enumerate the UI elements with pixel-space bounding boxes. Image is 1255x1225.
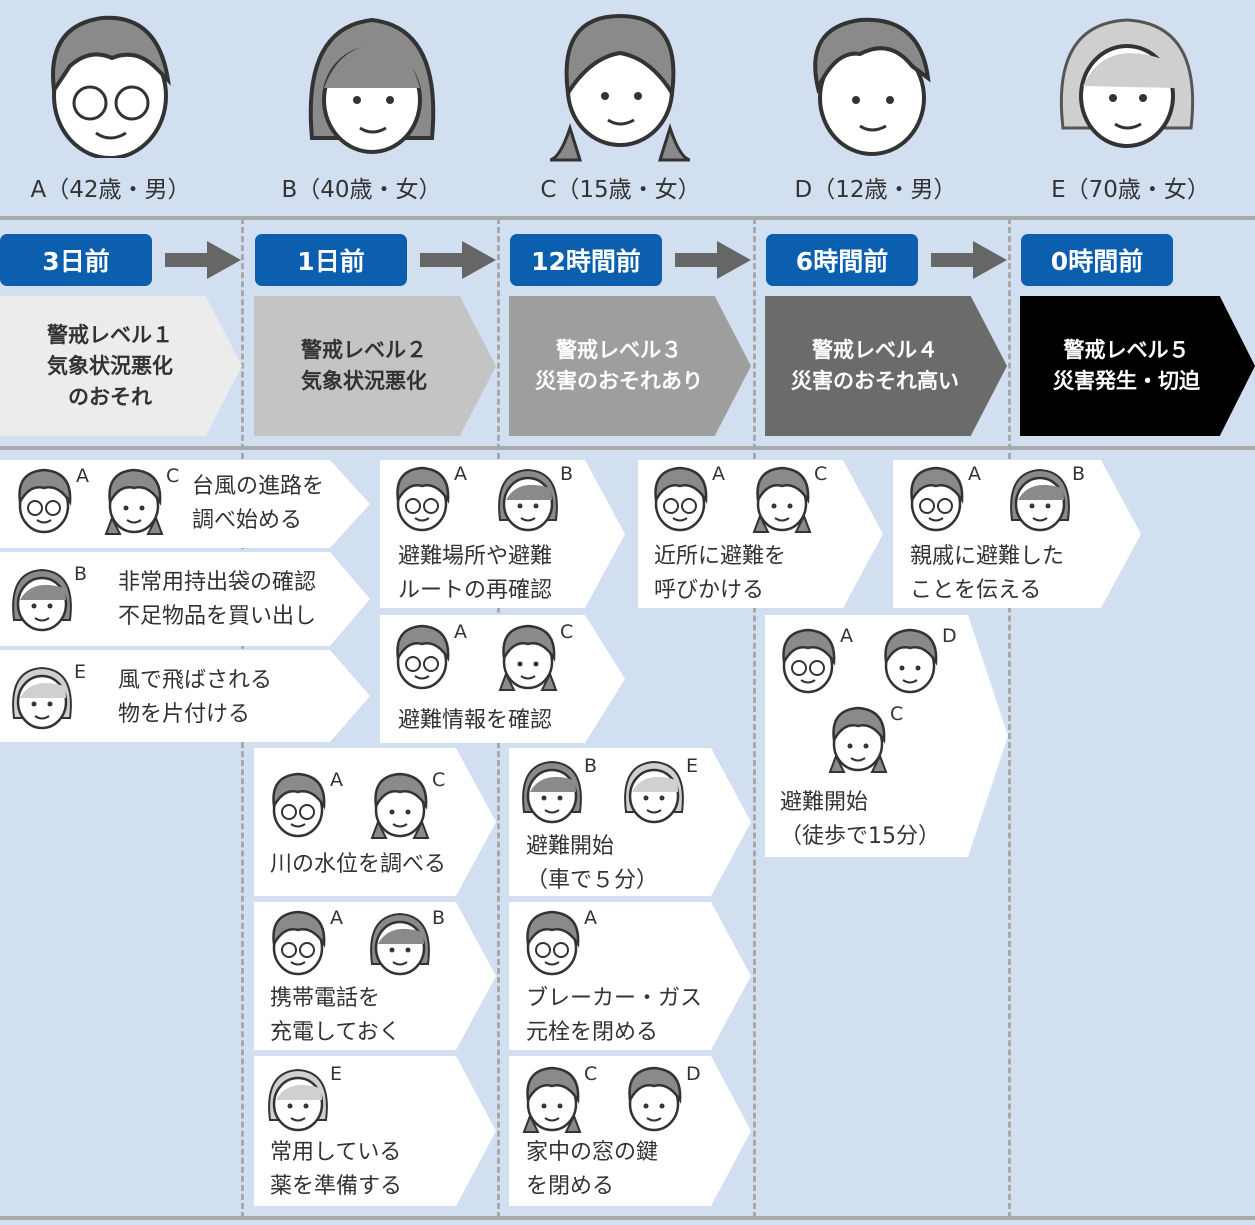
- member-label-c: C（15歳・女）: [540, 177, 701, 203]
- arrow-right-icon: [931, 241, 1007, 279]
- action-text: 避難場所や避難 ルートの再確認: [398, 544, 553, 603]
- member-c-mini-icon: [370, 772, 430, 839]
- member-a-mini-icon: [910, 466, 964, 532]
- action-text: 近所に避難を 呼びかける: [654, 544, 787, 603]
- member-letter: C: [890, 703, 903, 725]
- member-d-mini-icon: [884, 628, 938, 694]
- member-c-mini-icon: [498, 624, 558, 691]
- man-glasses-icon: [51, 15, 171, 158]
- alert-level-3-text: 警戒レベル３ 災害のおそれあり: [535, 338, 703, 393]
- action-text: 川の水位を調べる: [270, 852, 447, 877]
- member-a-mini-icon: [654, 466, 708, 532]
- alert-level-5-text: 警戒レベル５ 災害発生・切迫: [1053, 338, 1200, 393]
- member-label-e: E（70歳・女）: [1051, 177, 1210, 203]
- member-b-mini-icon: [12, 568, 72, 632]
- member-letter: A: [840, 625, 853, 647]
- divider-middle: [0, 446, 1255, 450]
- member-c-mini-icon: [828, 706, 888, 773]
- member-letter: A: [584, 907, 597, 929]
- action-text: 避難情報を確認: [398, 708, 553, 733]
- action-text: 風で飛ばされる 物を片付ける: [118, 668, 273, 727]
- action-text: 親戚に避難した ことを伝える: [910, 544, 1065, 603]
- boy-icon: [813, 17, 931, 156]
- girl-pigtails-icon: [550, 13, 690, 162]
- member-c-mini-icon: [752, 466, 812, 533]
- member-a-mini-icon: [18, 468, 72, 534]
- member-b-mini-icon: [522, 760, 582, 824]
- member-c-mini-icon: [104, 468, 164, 535]
- alert-level-4-text: 警戒レベル４ 災害のおそれ高い: [791, 338, 959, 393]
- member-letter: A: [968, 463, 981, 485]
- member-letter: B: [560, 463, 573, 485]
- divider-bottom: [0, 1216, 1255, 1220]
- member-letter: E: [330, 1063, 342, 1085]
- action-text: 避難開始 （車で５分）: [526, 834, 659, 893]
- action-text: 常用している 薬を準備する: [270, 1140, 403, 1199]
- member-letter: E: [74, 661, 86, 683]
- member-e-mini-icon: [624, 760, 684, 824]
- member-b-mini-icon: [370, 912, 430, 976]
- member-letter: B: [74, 563, 87, 585]
- time-6-hours: 6時間前: [766, 234, 918, 286]
- member-e-mini-icon: [268, 1068, 328, 1132]
- arrow-right-icon: [165, 241, 241, 279]
- member-label-b: B（40歳・女）: [281, 177, 442, 203]
- arrow-right-icon: [420, 241, 496, 279]
- alert-level-3: 警戒レベル３ 災害のおそれあり: [509, 296, 751, 436]
- member-letter: B: [432, 907, 445, 929]
- alert-level-1: 警戒レベル１ 気象状況悪化 のおそれ: [0, 296, 242, 436]
- member-label-d: D（12歳・男）: [794, 177, 957, 203]
- member-letter: A: [330, 769, 343, 791]
- member-letter: C: [432, 769, 445, 791]
- member-letter: C: [814, 463, 827, 485]
- alert-level-5: 警戒レベル５ 災害発生・切迫: [1020, 296, 1255, 436]
- member-letter: A: [454, 463, 467, 485]
- member-b-mini-icon: [1010, 468, 1070, 532]
- column-divider-3: [753, 218, 756, 1218]
- member-letter: C: [166, 465, 179, 487]
- alert-level-2: 警戒レベル２ 気象状況悪化: [254, 296, 496, 436]
- member-a-mini-icon: [272, 772, 326, 838]
- member-letter: B: [1072, 463, 1085, 485]
- divider-top: [0, 216, 1255, 220]
- member-letter: A: [76, 465, 89, 487]
- member-b-mini-icon: [498, 468, 558, 532]
- member-a-mini-icon: [526, 910, 580, 976]
- member-letter: E: [686, 755, 698, 777]
- member-letter: A: [330, 907, 343, 929]
- grandmother-icon: [1059, 18, 1195, 148]
- member-a-mini-icon: [396, 466, 450, 532]
- member-c-mini-icon: [522, 1066, 582, 1133]
- alert-level-1-text: 警戒レベル１ 気象状況悪化 のおそれ: [47, 322, 173, 409]
- member-letter: C: [584, 1063, 597, 1085]
- alert-level-4: 警戒レベル４ 災害のおそれ高い: [765, 296, 1007, 436]
- action-text: 非常用持出袋の確認 不足物品を買い出し: [118, 570, 317, 629]
- member-d-mini-icon: [628, 1066, 682, 1132]
- time-12-hours: 12時間前: [510, 234, 662, 286]
- member-e-mini-icon: [12, 666, 72, 730]
- arrow-right-icon: [675, 241, 751, 279]
- action-text: 台風の進路を 調べ始める: [192, 474, 325, 533]
- column-divider-4: [1008, 218, 1011, 1218]
- member-a-mini-icon: [396, 624, 450, 690]
- time-1-day: 1日前: [255, 234, 407, 286]
- member-a-mini-icon: [272, 910, 326, 976]
- member-letter: C: [560, 621, 573, 643]
- action-text: ブレーカー・ガス 元栓を閉める: [526, 986, 703, 1045]
- alert-level-2-text: 警戒レベル２ 気象状況悪化: [301, 338, 427, 393]
- time-0-hours: 0時間前: [1021, 234, 1173, 286]
- member-letter: D: [942, 625, 957, 647]
- action-text: 避難開始 （徒歩で15分）: [780, 790, 940, 849]
- member-a-mini-icon: [782, 628, 836, 694]
- member-letter: A: [712, 463, 725, 485]
- member-label-a: A（42歳・男）: [30, 177, 191, 203]
- member-letter: B: [584, 755, 597, 777]
- member-letter: D: [686, 1063, 701, 1085]
- woman-icon: [308, 17, 436, 154]
- member-letter: A: [454, 621, 467, 643]
- action-text: 携帯電話を 充電しておく: [270, 986, 401, 1045]
- action-text: 家中の窓の鍵 を閉める: [526, 1140, 659, 1199]
- time-3-days: 3日前: [0, 234, 152, 286]
